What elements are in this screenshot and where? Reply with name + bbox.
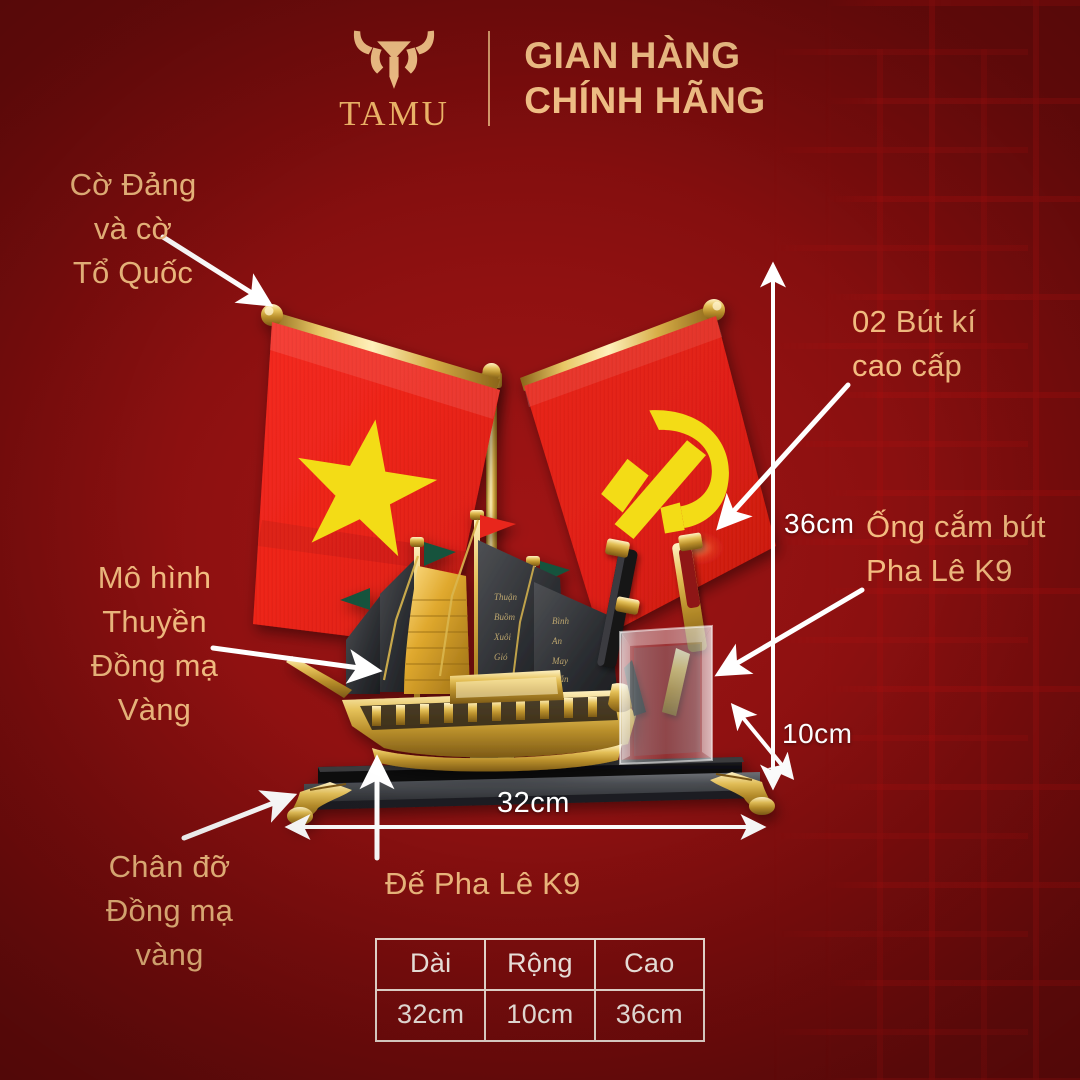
sail-gold bbox=[404, 566, 470, 694]
brick-pattern-background bbox=[825, 0, 1080, 1080]
annotation-base: Đế Pha Lê K9 bbox=[385, 866, 581, 901]
crystal-pen-holder bbox=[619, 624, 713, 766]
svg-text:Xuôi: Xuôi bbox=[493, 632, 511, 642]
brand-header: TAMU GIAN HÀNG CHÍNH HÃNG bbox=[0, 18, 1080, 138]
annotation-flags: Cờ Đảng và cờ Tổ Quốc bbox=[69, 167, 197, 291]
header-tagline: GIAN HÀNG CHÍNH HÃNG bbox=[524, 33, 765, 123]
spec-table-value-row: 32cm 10cm 36cm bbox=[374, 989, 706, 1042]
annotation-foot: Chân đỡ Đồng mạ vàng bbox=[105, 849, 234, 973]
spec-value-height: 36cm bbox=[593, 989, 706, 1042]
header-line-1: GIAN HÀNG bbox=[524, 34, 741, 76]
annotation-pen-holder: Ống cắm bút Pha Lê K9 bbox=[866, 509, 1046, 589]
spec-table: Dài Rộng Cao 32cm 10cm 36cm bbox=[374, 938, 706, 1042]
gold-ship-model: Thuận Buồm Xuôi Gió Bình An May Mắn bbox=[286, 510, 636, 772]
svg-text:Gió: Gió bbox=[494, 652, 508, 662]
brand-wordmark: TAMU bbox=[339, 93, 450, 133]
pen-holder-assembly bbox=[597, 532, 713, 766]
svg-text:An: An bbox=[551, 636, 562, 646]
svg-text:Thuận: Thuận bbox=[494, 592, 518, 602]
spec-header-length: Dài bbox=[374, 938, 487, 991]
brand-logo[interactable]: TAMU bbox=[314, 26, 474, 131]
header-divider bbox=[488, 30, 491, 126]
vietnam-flag bbox=[253, 304, 500, 648]
annotation-pen: 02 Bút kí cao cấp bbox=[852, 304, 977, 384]
spec-header-height: Cao bbox=[593, 938, 706, 991]
spec-value-width: 10cm bbox=[484, 989, 596, 1042]
svg-text:Buồm: Buồm bbox=[494, 612, 515, 622]
ship-stand bbox=[372, 744, 622, 772]
spec-header-width: Rộng bbox=[484, 938, 596, 991]
spec-table-header-row: Dài Rộng Cao bbox=[374, 938, 706, 991]
dimension-label-depth: 10cm bbox=[782, 718, 853, 749]
party-flag bbox=[520, 299, 776, 638]
dimension-label-height: 36cm bbox=[784, 508, 855, 539]
annotation-ship: Mô hình Thuyền Đồng mạ Vàng bbox=[90, 560, 219, 728]
spec-value-length: 32cm bbox=[374, 989, 487, 1042]
svg-text:Bình: Bình bbox=[552, 616, 569, 626]
dimension-label-width: 32cm bbox=[497, 787, 570, 819]
bull-head-icon bbox=[354, 30, 435, 89]
svg-text:May: May bbox=[551, 656, 568, 666]
header-line-2: CHÍNH HÃNG bbox=[524, 80, 766, 121]
brick-pattern-background-secondary bbox=[773, 49, 1028, 1080]
